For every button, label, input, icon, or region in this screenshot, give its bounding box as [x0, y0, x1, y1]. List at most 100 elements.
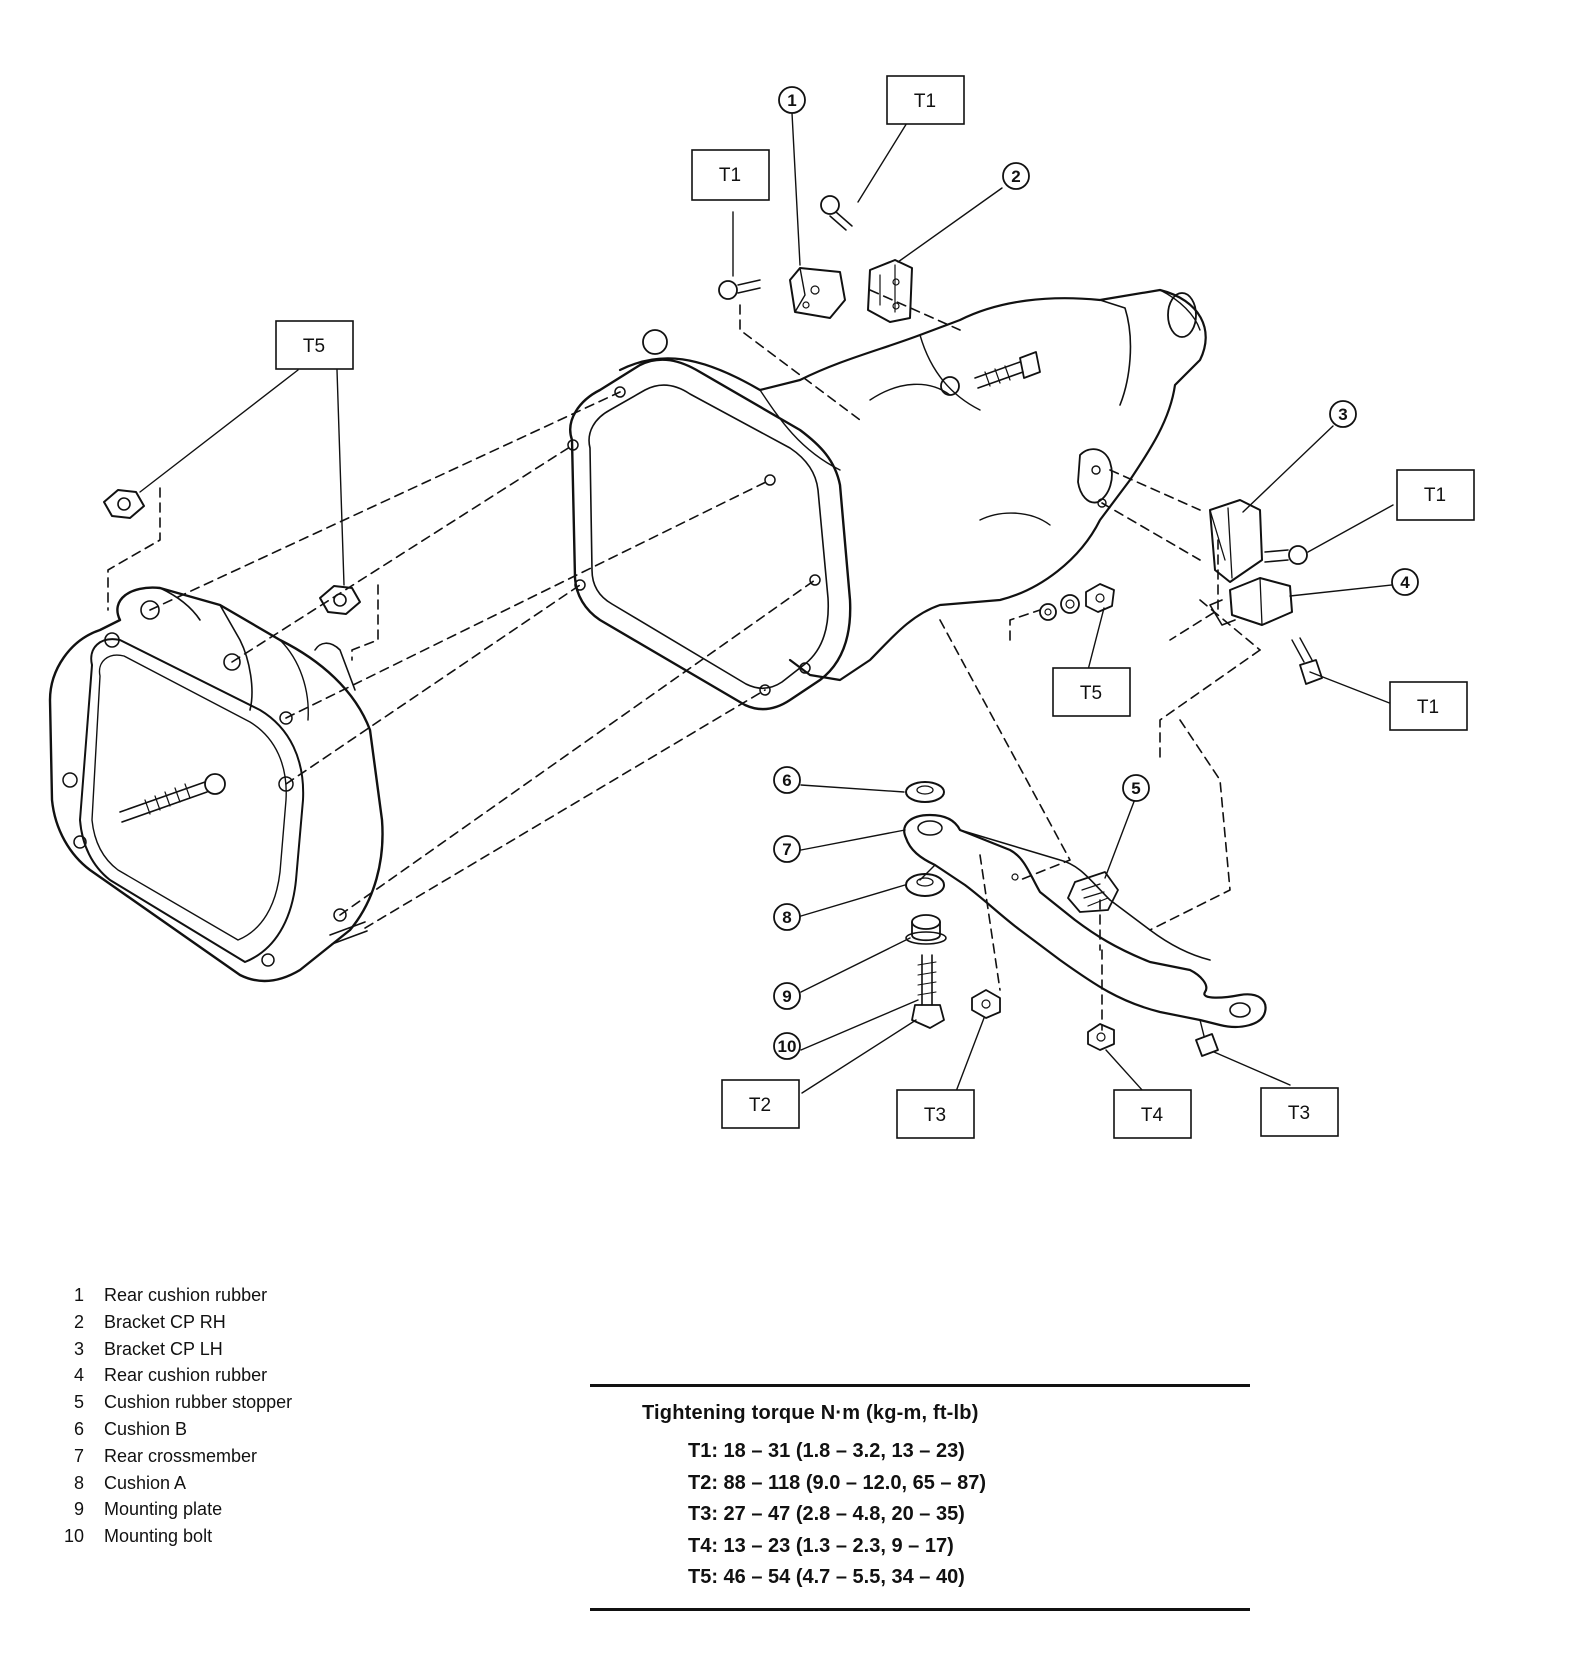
torque-box-t1-right-upper: T1 [1396, 469, 1475, 521]
rear-crossmember [903, 813, 1267, 1029]
svg-text:3: 3 [1338, 405, 1347, 424]
t1-bolt-4 [1291, 637, 1323, 685]
legend-row: 9 Mounting plate [52, 1496, 292, 1523]
torque-row: T3: 27 – 47 (2.8 – 4.8, 20 – 35) [688, 1503, 965, 1526]
legend-number: 2 [73, 1311, 84, 1332]
legend-number: 10 [63, 1526, 84, 1547]
torque-box-t3-right: T3 [1260, 1087, 1339, 1137]
table-bottom-rule [590, 1608, 1250, 1611]
torque-box-t1-top-right: T1 [886, 75, 965, 125]
torque-box-t3-left: T3 [896, 1089, 975, 1139]
torque-table-title: Tightening torque N·m (kg-m, ft-lb) [642, 1402, 979, 1424]
legend-label: Rear crossmember [104, 1445, 258, 1466]
callout-1: 1 [778, 86, 806, 114]
leader-lines [139, 112, 1411, 1103]
bracket-cp-lh [1209, 499, 1263, 583]
svg-text:T1: T1 [914, 91, 936, 112]
rear-cushion-rubber-1 [789, 267, 846, 319]
torque-row: T5: 46 – 54 (4.7 – 5.5, 34 – 40) [688, 1566, 965, 1589]
t5-nut-lower [319, 585, 361, 615]
callout-10: 10 [773, 1032, 801, 1060]
torque-box-t4: T4 [1113, 1089, 1192, 1139]
torque-box-t1-right-lower: T1 [1389, 681, 1468, 731]
torque-box-t2: T2 [721, 1079, 800, 1129]
torque-table: Tightening torque N·m (kg-m, ft-lb) T1: … [590, 1384, 1250, 1614]
svg-text:7: 7 [782, 840, 791, 859]
exploded-diagram: 1 2 3 4 5 6 7 8 9 10 T1 T1 [48, 75, 1475, 1139]
t5-nut-upper [103, 489, 145, 519]
upper-mounting-bolt [940, 351, 1041, 396]
svg-text:T5: T5 [1080, 683, 1102, 704]
svg-text:5: 5 [1131, 779, 1140, 798]
legend-number: 7 [73, 1445, 84, 1466]
callout-8: 8 [773, 903, 801, 931]
svg-text:T5: T5 [303, 336, 325, 357]
legend-number: 3 [73, 1338, 84, 1359]
svg-text:6: 6 [782, 771, 791, 790]
legend-number: 4 [73, 1365, 84, 1386]
legend-number: 1 [73, 1285, 84, 1305]
cushion-rubber-stopper [1067, 871, 1119, 913]
t3-bolt-right [1195, 1019, 1219, 1057]
svg-text:T2: T2 [749, 1095, 771, 1116]
torque-row: T4: 13 – 23 (1.3 – 2.3, 9 – 17) [688, 1534, 954, 1557]
legend-row: 1 Rear cushion rubber [52, 1282, 292, 1309]
t1-bolt-1b [820, 195, 853, 231]
svg-text:9: 9 [782, 987, 791, 1006]
bracket-cp-rh [867, 259, 913, 323]
svg-text:10: 10 [778, 1037, 797, 1056]
t5-washers-right [1039, 583, 1115, 621]
legend-number: 5 [73, 1392, 84, 1413]
svg-text:T1: T1 [1417, 697, 1439, 718]
legend-number: 6 [73, 1418, 84, 1439]
torque-box-t1-top-left: T1 [691, 149, 770, 201]
callout-4: 4 [1391, 568, 1419, 596]
callout-5: 5 [1122, 774, 1150, 802]
svg-text:T3: T3 [1288, 1103, 1310, 1124]
transmission-case [567, 288, 1207, 711]
legend-label: Mounting plate [104, 1499, 223, 1520]
torque-row: T1: 18 – 31 (1.8 – 3.2, 13 – 23) [688, 1440, 965, 1462]
cushion-b [905, 781, 945, 803]
torque-box-t5-left: T5 [275, 320, 354, 370]
legend-label: Cushion rubber stopper [104, 1392, 293, 1413]
legend-row: 5 Cushion rubber stopper [52, 1389, 292, 1416]
cushion-a [905, 873, 945, 897]
legend-label: Bracket CP RH [104, 1311, 226, 1332]
legend-number: 8 [73, 1472, 84, 1493]
legend-row: 2 Bracket CP RH [52, 1309, 292, 1336]
legend-number: 9 [73, 1499, 84, 1520]
svg-text:8: 8 [782, 908, 791, 927]
svg-text:T1: T1 [719, 165, 741, 186]
torque-box-t5-right: T5 [1052, 667, 1131, 717]
clutch-housing [48, 586, 384, 983]
legend-label: Cushion A [104, 1472, 187, 1493]
t3-nut-left [971, 989, 1001, 1019]
legend-row: 7 Rear crossmember [52, 1443, 292, 1470]
torque-rows: T1: 18 – 31 (1.8 – 3.2, 13 – 23) T2: 88 … [688, 1436, 986, 1594]
svg-text:2: 2 [1011, 167, 1020, 186]
legend-label: Cushion B [104, 1418, 188, 1439]
callout-7: 7 [773, 835, 801, 863]
legend-label: Mounting bolt [104, 1526, 213, 1547]
legend-row: 4 Rear cushion rubber [52, 1362, 292, 1389]
callout-9: 9 [773, 982, 801, 1010]
svg-text:1: 1 [787, 91, 796, 110]
legend-label: Rear cushion rubber [104, 1365, 268, 1386]
svg-text:T1: T1 [1424, 485, 1446, 506]
t1-bolt-1a [718, 279, 761, 300]
table-top-rule [590, 1384, 1250, 1387]
legend-row: 6 Cushion B [52, 1416, 292, 1443]
legend-row: 8 Cushion A [52, 1470, 292, 1497]
svg-text:T3: T3 [924, 1105, 946, 1126]
svg-text:4: 4 [1400, 573, 1410, 592]
t4-nut [1087, 1023, 1115, 1051]
rear-cushion-rubber-4 [1209, 577, 1293, 626]
callout-6: 6 [773, 766, 801, 794]
mounting-bolt [911, 954, 945, 1029]
assembly-dash-lines [107, 289, 1261, 1031]
legend-label: Rear cushion rubber [104, 1285, 268, 1305]
torque-row: T2: 88 – 118 (9.0 – 12.0, 65 – 87) [688, 1471, 986, 1494]
mounting-plate [905, 914, 947, 945]
